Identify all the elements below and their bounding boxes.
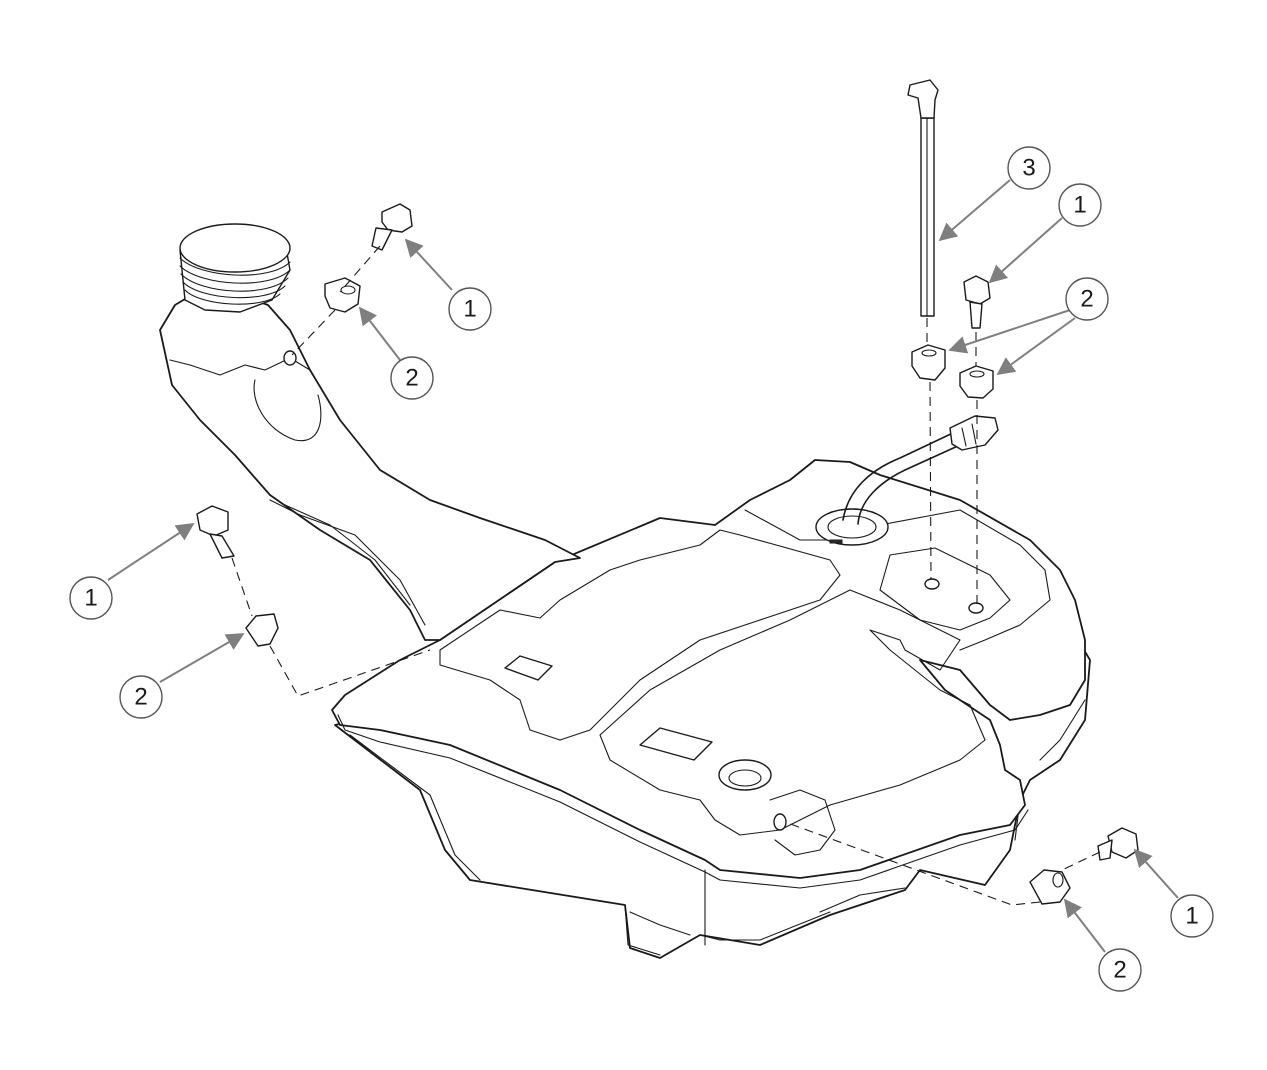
- callout-label: 1: [84, 585, 97, 612]
- callout-label: 1: [1185, 903, 1198, 930]
- assembly-lines: [231, 245, 1101, 906]
- callout-right-grommet: 2: [1098, 948, 1142, 992]
- callout-top-grommets: 2: [1065, 277, 1109, 321]
- callout-filler-bolt: 1: [448, 287, 492, 331]
- callout-right-bolt: 1: [1170, 894, 1214, 938]
- callout-label: 1: [1073, 192, 1086, 219]
- callout-label: 2: [405, 365, 418, 392]
- tank-mount-hole-front: [773, 813, 787, 831]
- filler-neck-bolt-hole: [283, 350, 297, 366]
- top-grommet-left: [911, 344, 946, 381]
- left-side-bolt: [196, 505, 235, 559]
- top-right-bolt: [963, 275, 991, 329]
- top-grommet-right: [959, 365, 994, 399]
- fuel-tank: [159, 223, 1091, 959]
- callout-left-bolt: 1: [69, 576, 113, 620]
- tank-decal-a: [504, 655, 553, 681]
- filler-neck: [159, 289, 581, 641]
- callout-label: 2: [1113, 957, 1126, 984]
- filler-cap: [179, 223, 291, 313]
- callout-top-bolt: 1: [1058, 183, 1102, 227]
- right-front-bolt: [1097, 827, 1139, 861]
- callout-label: 2: [1080, 286, 1093, 313]
- fuel-gauge-rod: [907, 79, 939, 317]
- callout-label: 2: [134, 684, 147, 711]
- tank-decal-b: [639, 727, 713, 761]
- callout-filler-grommet: 2: [390, 356, 434, 400]
- right-front-grommet: [1029, 869, 1071, 905]
- tank-mount-hole-top-a: [924, 578, 940, 590]
- callout-gauge-rod: 3: [1007, 146, 1051, 190]
- filler-neck-bolt: [371, 203, 413, 251]
- callout-label: 1: [463, 296, 476, 323]
- callout-left-grommet: 2: [119, 675, 163, 719]
- callout-label: 3: [1022, 155, 1035, 182]
- tank-top-deck: [331, 459, 1086, 879]
- left-side-grommet: [245, 613, 279, 647]
- sender-unit-port: [815, 508, 889, 546]
- callout-leaders: [107, 179, 1179, 953]
- tank-mount-hole-top-b: [968, 602, 984, 614]
- filler-neck-grommet: [324, 277, 361, 313]
